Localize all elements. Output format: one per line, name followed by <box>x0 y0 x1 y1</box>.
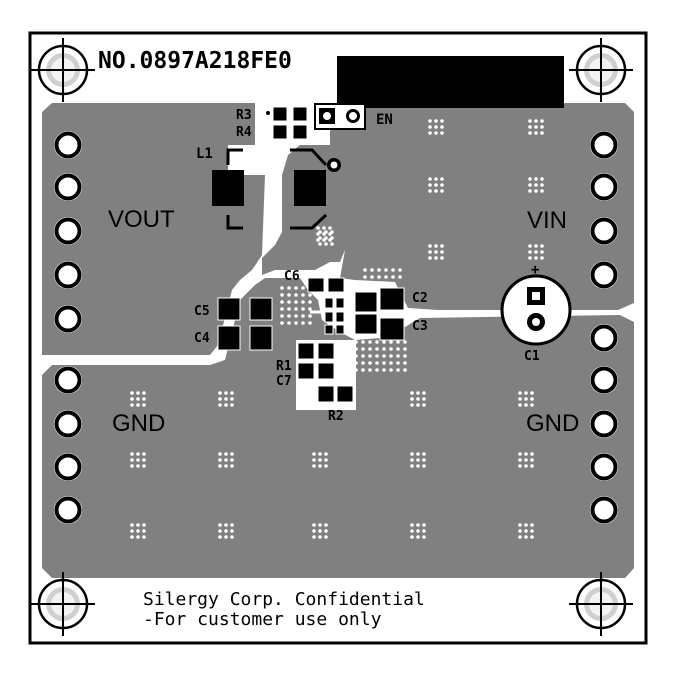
via-cluster-icon <box>528 244 544 260</box>
en-header <box>314 103 366 130</box>
through-hole-pad-icon <box>590 324 618 352</box>
via-cluster-icon <box>354 340 407 372</box>
via-cluster-icon <box>518 452 534 468</box>
through-hole-pad-icon <box>590 173 618 201</box>
ref-c5: C5 <box>194 304 210 319</box>
mounting-hole-crosshair-icon <box>569 572 633 636</box>
through-hole-pad-icon <box>590 261 618 289</box>
terminal-pads <box>54 131 618 524</box>
inductor-outline-left <box>226 148 243 230</box>
capacitor-c6-and-ic <box>307 277 345 335</box>
pin1-dot <box>266 111 270 115</box>
through-hole-pad-icon <box>54 496 82 524</box>
via-cluster-icon <box>518 523 534 539</box>
via-cluster-icon <box>316 226 332 242</box>
via-cluster-icon <box>130 523 146 539</box>
through-hole-pad-icon <box>54 217 82 245</box>
copper-vout-pour <box>42 103 265 355</box>
via-cluster-icon <box>280 286 312 325</box>
via-cluster-icon <box>130 452 146 468</box>
inductor-outline-right <box>290 148 328 230</box>
net-label-gnd-right: GND <box>526 410 579 437</box>
resistor-pads-r3-r4 <box>272 106 308 140</box>
via-cluster-icon <box>518 391 534 407</box>
via-cluster-icon <box>410 523 426 539</box>
via-cluster-icon <box>410 391 426 407</box>
via-cluster-icon <box>363 268 402 279</box>
capacitor-c1-electrolytic <box>500 274 572 346</box>
ref-r2: R2 <box>328 409 344 424</box>
through-hole-pad-icon <box>54 366 82 394</box>
mounting-hole-crosshair-icon <box>569 38 633 102</box>
capacitor-c5-c4 <box>217 297 273 351</box>
via-cluster-icon <box>528 177 544 193</box>
through-hole-pad-icon <box>590 410 618 438</box>
copper-vin-pour <box>340 103 634 310</box>
via-cluster-icon <box>312 523 328 539</box>
via-cluster-icon <box>428 119 444 135</box>
via-cluster-icon <box>218 391 234 407</box>
net-label-vout: VOUT <box>108 206 175 233</box>
through-hole-pad-icon <box>54 261 82 289</box>
copper-vin-mid <box>330 125 345 262</box>
label-block <box>337 56 564 108</box>
through-hole-pad-icon <box>590 496 618 524</box>
ref-c2: C2 <box>412 291 428 306</box>
via-cluster-icon <box>428 177 444 193</box>
board-part-number: NO.0897A218FE0 <box>98 48 292 74</box>
via-cluster-icon <box>312 452 328 468</box>
via-cluster-icon <box>528 119 544 135</box>
ref-c6: C6 <box>284 269 300 284</box>
mounting-holes <box>31 38 633 636</box>
through-hole-pad-icon <box>590 453 618 481</box>
via-cluster-icon <box>218 523 234 539</box>
through-hole-pad-icon <box>54 410 82 438</box>
via-cluster-icon <box>318 230 334 246</box>
through-hole-pad-icon <box>54 173 82 201</box>
ref-r1: R1 <box>276 359 292 374</box>
inductor-pad-left <box>212 170 244 206</box>
resistor-r1-c7-r2 <box>297 342 354 403</box>
through-hole-pad-icon <box>54 131 82 159</box>
net-label-en: EN <box>376 112 393 128</box>
ref-c1: C1 <box>524 349 540 364</box>
through-hole-pad-icon <box>590 131 618 159</box>
via-cluster-icon <box>428 244 444 260</box>
capacitor-c2-c3 <box>354 287 405 341</box>
c1-polarity-mark: + <box>531 262 539 278</box>
through-hole-pad-icon <box>54 305 82 333</box>
ref-r4: R4 <box>236 125 252 140</box>
footer-line-2: -For customer use only <box>143 609 382 630</box>
through-hole-pad-icon <box>590 366 618 394</box>
ref-c7: C7 <box>276 374 292 389</box>
through-hole-pad-icon <box>54 453 82 481</box>
ref-c3: C3 <box>412 319 428 334</box>
inductor-l1 <box>212 148 328 230</box>
via-clusters <box>130 119 544 539</box>
copper-gnd-pour <box>42 278 634 578</box>
via-cluster-icon <box>218 452 234 468</box>
via-cluster-icon <box>130 391 146 407</box>
via-cluster-icon <box>410 452 426 468</box>
net-label-vin: VIN <box>527 207 567 234</box>
inductor-pad-right <box>294 170 326 206</box>
footer-line-1: Silergy Corp. Confidential <box>143 589 425 610</box>
through-hole-pad-icon <box>590 217 618 245</box>
net-label-gnd-left: GND <box>112 410 165 437</box>
ref-r3: R3 <box>236 108 252 123</box>
mounting-hole-crosshair-icon <box>31 38 95 102</box>
mounting-hole-crosshair-icon <box>31 572 95 636</box>
ref-c4: C4 <box>194 331 210 346</box>
ref-l1: L1 <box>196 146 213 162</box>
